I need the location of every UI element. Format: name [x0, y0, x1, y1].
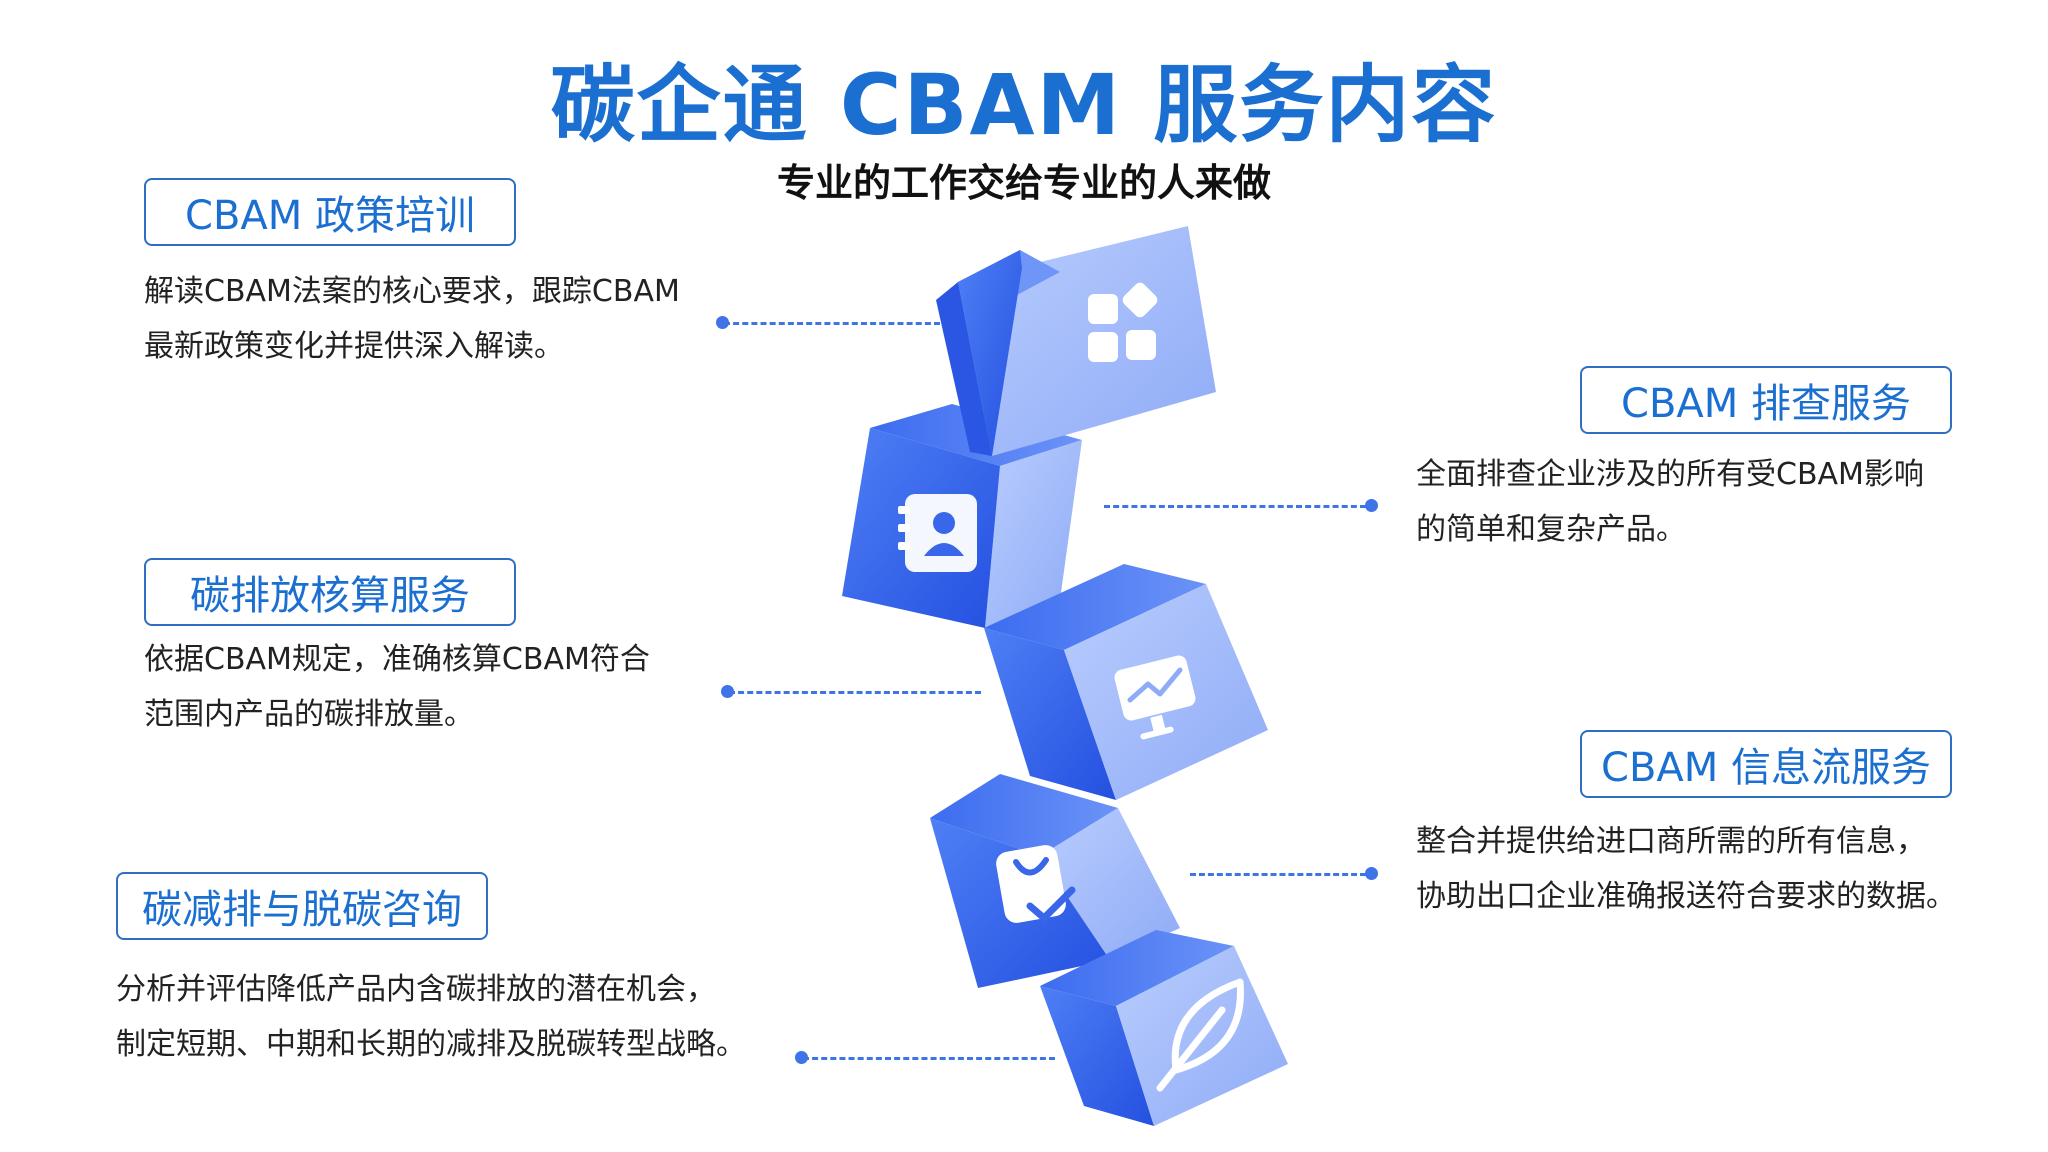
service-policy-training-label: CBAM 政策培训: [144, 178, 516, 246]
connector-dot: [1365, 867, 1378, 880]
desc-line: 范围内产品的碳排放量。: [144, 697, 474, 732]
service-screening-desc: 全面排查企业涉及的所有受CBAM影响 的简单和复杂产品。: [1416, 447, 1924, 557]
desc-line: 分析并评估降低产品内含碳排放的潜在机会，: [116, 972, 716, 1007]
desc-line: 的简单和复杂产品。: [1416, 512, 1686, 547]
service-carbon-accounting-label: 碳排放核算服务: [144, 558, 516, 626]
cube-chart: [984, 564, 1268, 800]
desc-line: 制定短期、中期和长期的减排及脱碳转型战略。: [116, 1027, 746, 1062]
service-policy-training-desc: 解读CBAM法案的核心要求，跟踪CBAM 最新政策变化并提供深入解读。: [144, 264, 680, 374]
contact-book-icon: [898, 494, 977, 572]
shopping-bag-check-icon: [996, 845, 1076, 923]
chart-monitor-icon: [1114, 655, 1196, 740]
connector-dot: [1365, 499, 1378, 512]
connector-line: [1190, 873, 1366, 876]
leaf-icon: [1156, 978, 1244, 1092]
apps-grid-icon: [1088, 282, 1158, 362]
connector-line: [724, 322, 940, 325]
page-subtitle: 专业的工作交给专业的人来做: [776, 161, 1271, 205]
desc-line: 协助出口企业准确报送符合要求的数据。: [1416, 879, 1956, 914]
desc-line: 依据CBAM规定，准确核算CBAM符合: [144, 642, 650, 677]
cube-leaf: [1040, 930, 1288, 1126]
connector-line: [729, 691, 981, 694]
desc-line: 解读CBAM法案的核心要求，跟踪CBAM: [144, 274, 680, 309]
cube-apps: [936, 226, 1216, 456]
service-information-flow-label: CBAM 信息流服务: [1580, 730, 1952, 798]
connector-dot: [795, 1051, 808, 1064]
service-carbon-accounting-desc: 依据CBAM规定，准确核算CBAM符合 范围内产品的碳排放量。: [144, 632, 650, 742]
service-screening-label: CBAM 排查服务: [1580, 366, 1952, 434]
connector-dot: [721, 685, 734, 698]
desc-line: 全面排查企业涉及的所有受CBAM影响: [1416, 457, 1924, 492]
service-decarbonization-desc: 分析并评估降低产品内含碳排放的潜在机会， 制定短期、中期和长期的减排及脱碳转型战…: [116, 962, 746, 1072]
connector-line: [1104, 505, 1366, 508]
desc-line: 整合并提供给进口商所需的所有信息，: [1416, 824, 1926, 859]
connector-line: [803, 1057, 1055, 1060]
connector-dot: [716, 316, 729, 329]
service-information-flow-desc: 整合并提供给进口商所需的所有信息， 协助出口企业准确报送符合要求的数据。: [1416, 814, 1956, 924]
desc-line: 最新政策变化并提供深入解读。: [144, 329, 564, 364]
page-title: 碳企通 CBAM 服务内容: [550, 56, 1498, 154]
cube-bag: [930, 774, 1180, 988]
service-decarbonization-label: 碳减排与脱碳咨询: [116, 872, 488, 940]
